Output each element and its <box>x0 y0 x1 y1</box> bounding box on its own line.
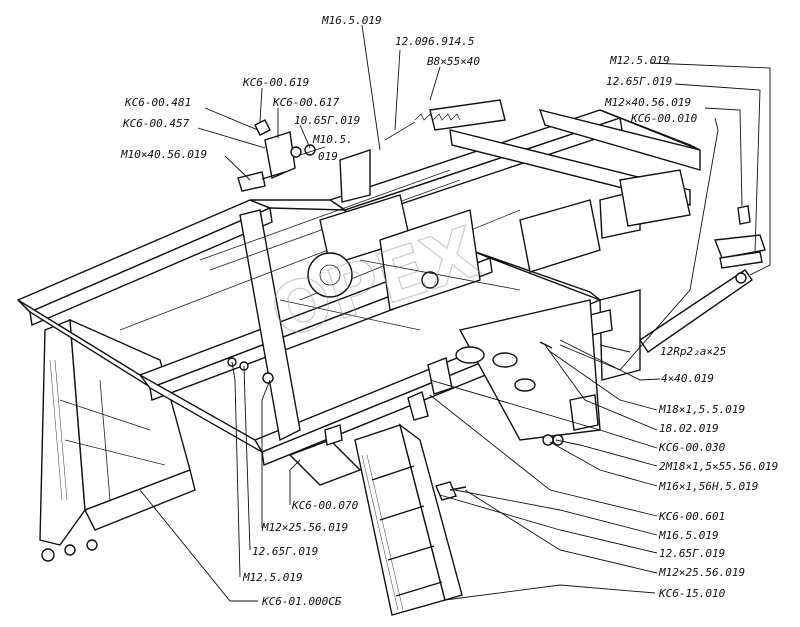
leader-lines <box>139 24 771 602</box>
central-mechanism <box>279 99 691 331</box>
label-m10-5: М10.5. <box>312 133 353 146</box>
label-ks6-00-617: КС6-00.617 <box>272 96 340 109</box>
label-12-65g-019-top: 12.65Г.019 <box>606 75 672 88</box>
label-m16-5-019-top: М16.5.019 <box>321 14 382 27</box>
ladder-step <box>354 423 463 616</box>
label-019: 019 <box>318 150 338 163</box>
label-ks6-00-481: КС6-00.481 <box>124 96 191 109</box>
label-ks6-15-010: КС6-15.010 <box>658 587 726 600</box>
label-4x40-019: 4×40.019 <box>661 372 714 385</box>
label-m12x25-left: М12×25.56.019 <box>261 521 348 534</box>
label-m12x25-right: М12×25.56.019 <box>658 566 745 579</box>
label-m12-5-019-left: М12.5.019 <box>242 571 303 584</box>
label-10-65g-019: 10.65Г.019 <box>294 114 360 127</box>
drawbar <box>639 234 766 353</box>
cross-members <box>17 109 701 454</box>
label-m10x40-56-019: М10×40.56.019 <box>120 148 207 161</box>
label-2m18: 2М18×1,5×55.56.019 <box>659 460 778 473</box>
label-m18x1-5-5-019: М18×1,5.5.019 <box>658 403 745 416</box>
frame-drawing <box>16 99 766 616</box>
label-m16-5-019-bottom: М16.5.019 <box>658 529 719 542</box>
right-hitch-assembly <box>455 289 641 441</box>
part-labels: М16.5.019 12.096.914.5 В8×55×40 КС6-00.6… <box>120 14 778 608</box>
label-ks6-00-457: КС6-00.457 <box>122 117 190 130</box>
spring <box>384 113 461 141</box>
label-m16x1-56n: М16×1,56Н.5.019 <box>658 480 758 493</box>
label-ks6-01-000sb: КС6-01.000СБ <box>261 595 342 608</box>
left-support-leg <box>39 318 196 562</box>
label-ks6-00-030: КС6-00.030 <box>658 441 726 454</box>
label-b8-55-40: В8×55×40 <box>427 55 480 68</box>
label-ks6-00-601: КС6-00.601 <box>658 510 725 523</box>
label-ks6-00-619: КС6-00.619 <box>242 76 309 89</box>
label-ks6-00-070: КС6-00.070 <box>291 499 359 512</box>
label-18-02-019: 18.02.019 <box>659 422 719 435</box>
label-m12-5-019-top: М12.5.019 <box>609 54 670 67</box>
label-12-65g-019-mid: 12.65Г.019 <box>659 547 725 560</box>
label-12rp: 12Rр2₂а×25 <box>660 345 726 358</box>
label-12-096-914-5: 12.096.914.5 <box>395 35 474 48</box>
bracket-070 <box>288 424 362 486</box>
label-ks6-00-010: КС6-00.010 <box>630 112 698 125</box>
label-12-65g-019-left: 12.65Г.019 <box>252 545 318 558</box>
label-m12x40-56-019: М12×40.56.019 <box>604 96 691 109</box>
